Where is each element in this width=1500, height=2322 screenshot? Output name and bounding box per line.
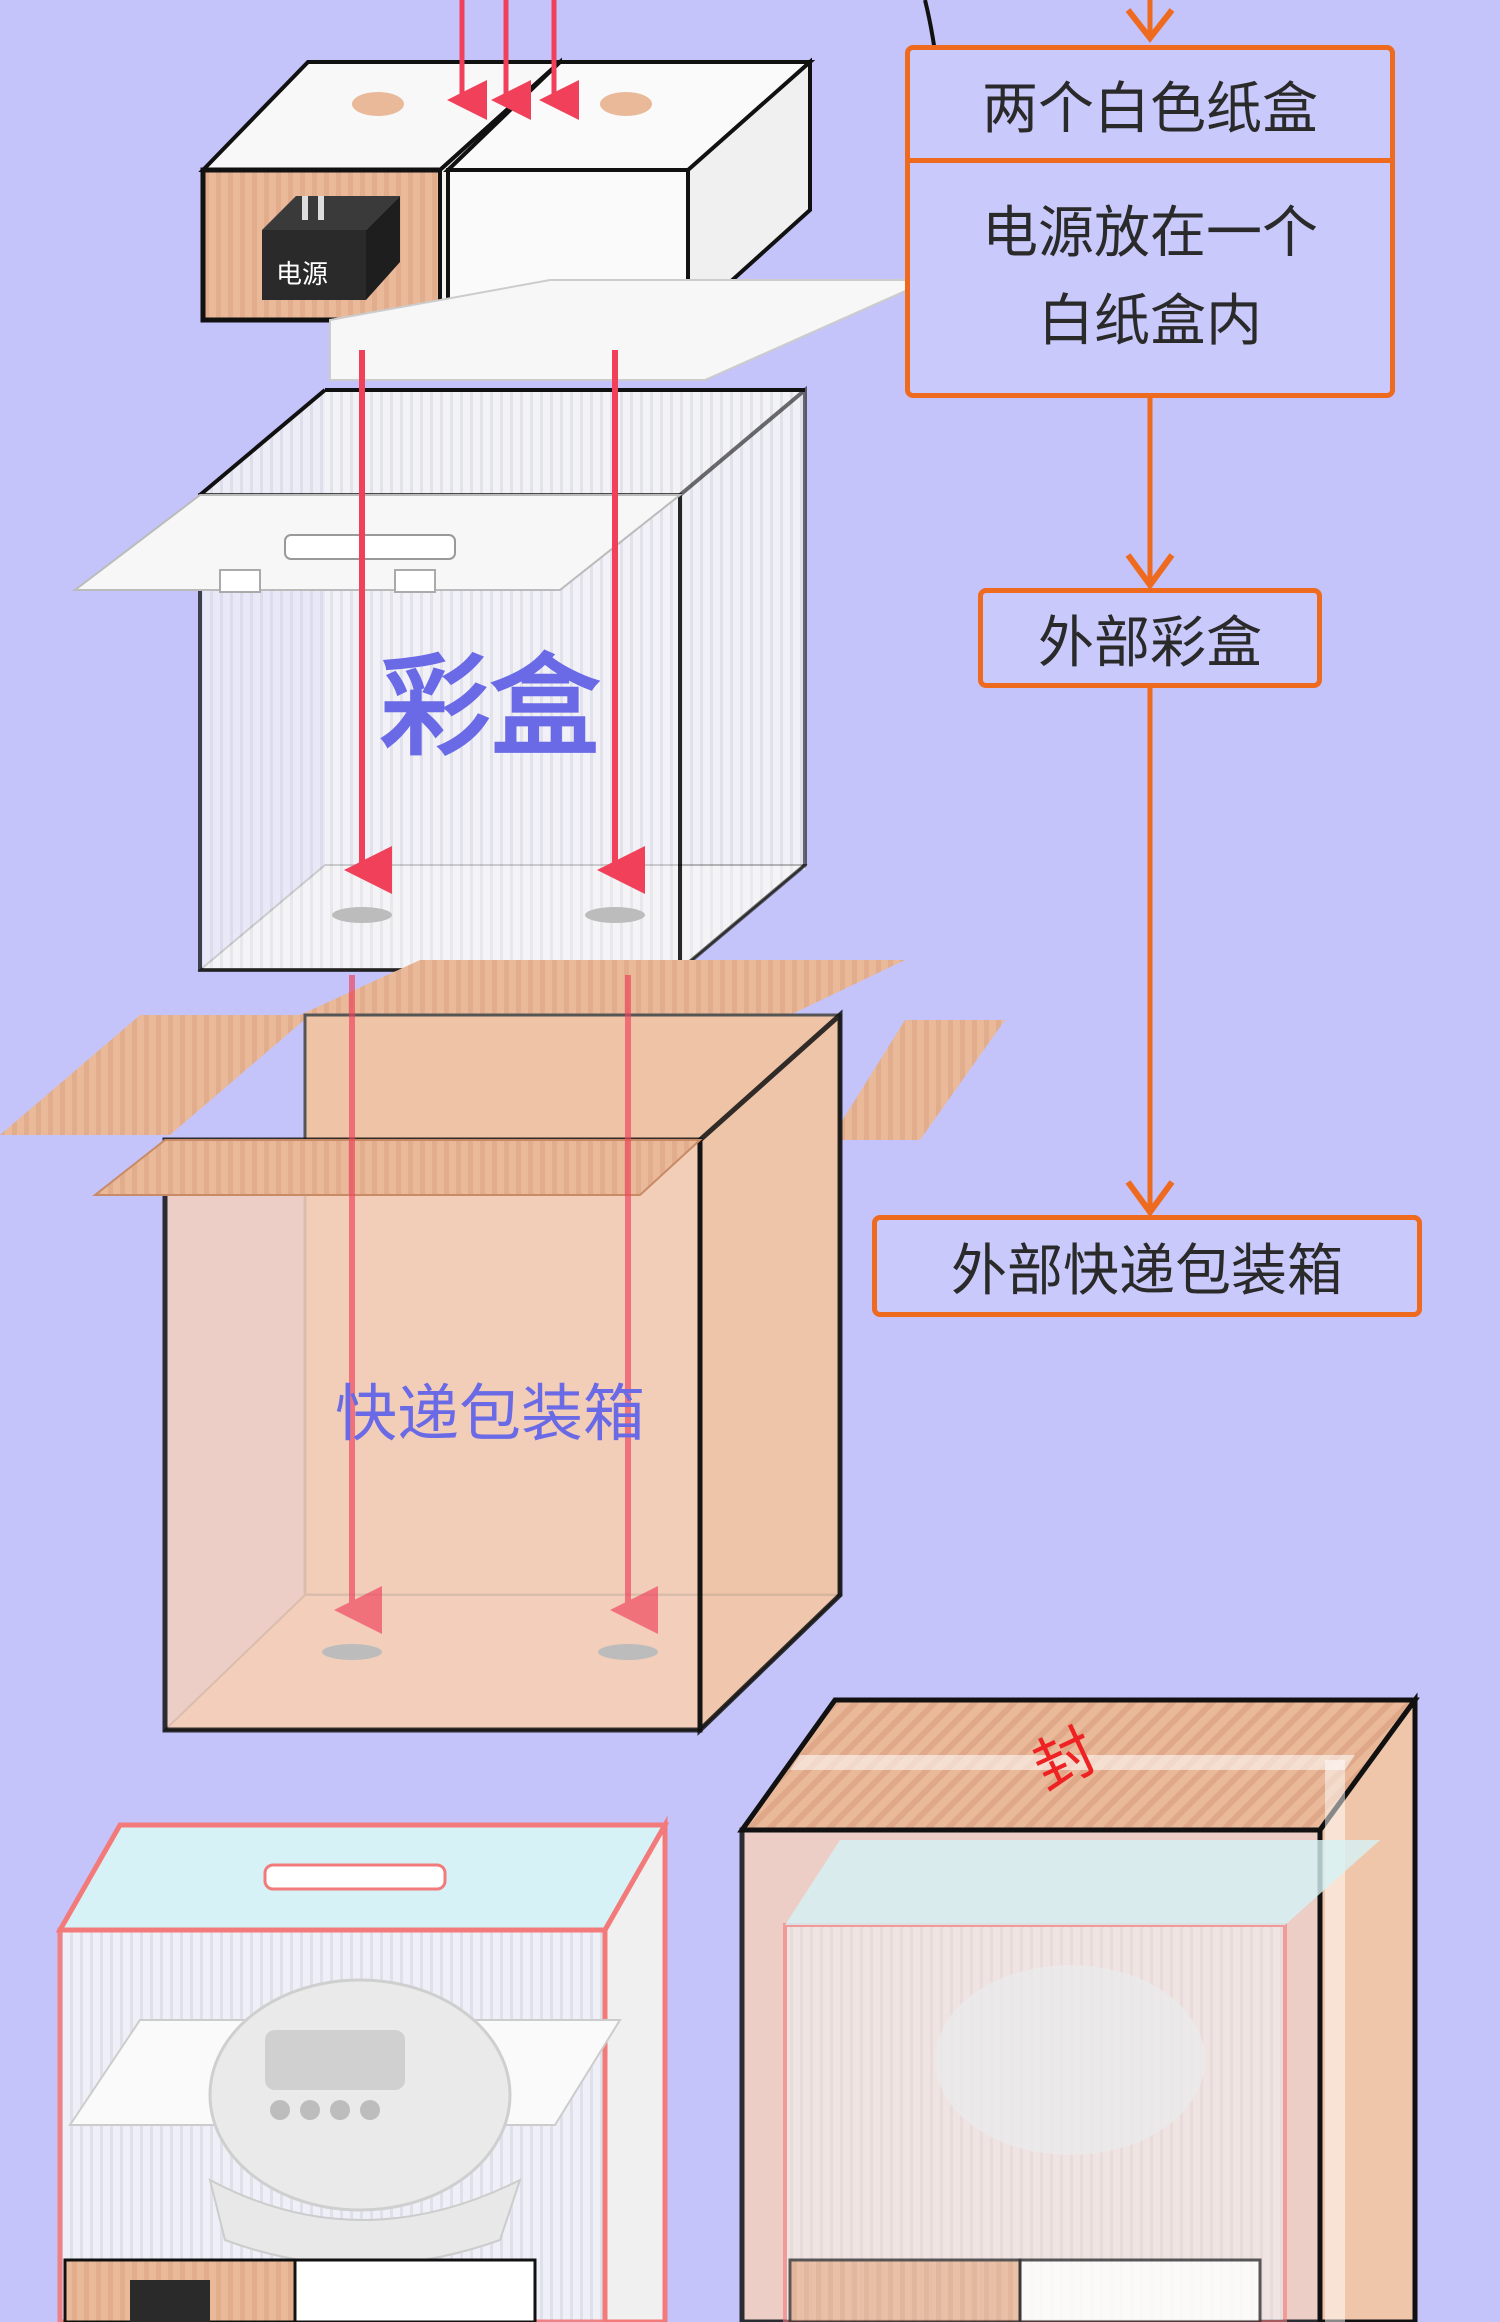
- power-adapter-icon: [262, 196, 400, 300]
- flow-step-4-text: 外部快递包装箱: [951, 1238, 1343, 1304]
- flow-step-3-text: 外部彩盒: [1038, 610, 1262, 676]
- flow-step-1-text: 两个白色纸盒: [982, 76, 1318, 142]
- color-box-label: 彩盒: [380, 643, 601, 771]
- divider-sheet: [329, 279, 931, 381]
- packed-color-box: [55, 1815, 670, 2322]
- color-box: 彩盒: [72, 350, 808, 975]
- flow-step-two-white-boxes: 两个白色纸盒: [905, 45, 1395, 163]
- shipping-box: 快递包装箱: [0, 960, 1005, 1736]
- sealed-shipping-box: 封: [737, 1692, 1420, 2322]
- shipping-box-label: 快递包装箱: [335, 1377, 645, 1450]
- top-arrows: [447, 0, 579, 120]
- flow-step-outer-shipping-box: 外部快递包装箱: [872, 1215, 1422, 1317]
- flow-step-2-line-2: 白纸盒内: [1038, 289, 1262, 354]
- flow-step-2-line-1: 电源放在一个: [982, 201, 1318, 266]
- flow-step-adapter-in-box: 电源放在一个 白纸盒内: [905, 158, 1395, 398]
- flow-step-outer-color-box: 外部彩盒: [978, 588, 1322, 688]
- adapter-label: 电源: [276, 260, 328, 290]
